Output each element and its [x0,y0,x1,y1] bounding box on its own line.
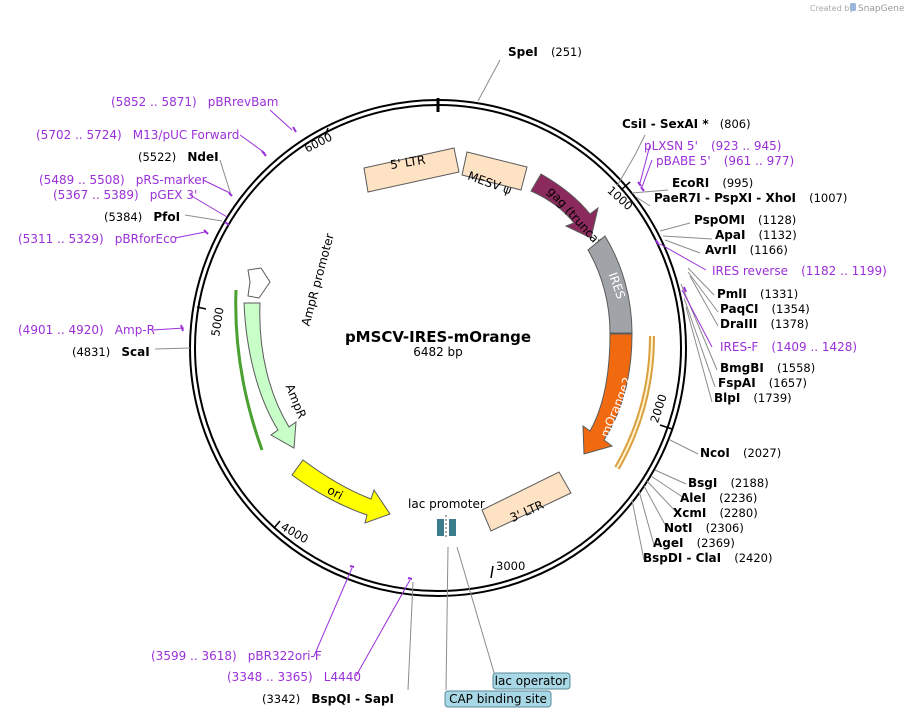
primer-site[interactable]: (5702 .. 5724) M13/pUC Forward [36,124,239,143]
enzyme-site[interactable]: NcoI (2027) [700,442,781,461]
lac-operator-callout[interactable]: lac operator [492,672,571,690]
enzyme-site[interactable]: AvrII (1166) [705,239,788,258]
enzyme-site[interactable]: PspOMI (1128) [694,209,796,228]
cap-binding-site-label: CAP binding site [449,692,547,706]
tick-label: 6000 [302,130,334,156]
enzyme-site[interactable]: PaqCI (1354) [720,298,810,317]
enzyme-site[interactable]: XcmI (2280) [673,502,758,521]
tick-label: 3000 [496,559,525,573]
enzyme-site[interactable]: (4831) ScaI [72,341,150,360]
feature-lac-operator[interactable] [437,515,456,539]
feature-ori[interactable] [291,459,391,524]
plasmid-name: pMSCV-IRES-mOrange [345,328,531,346]
enzyme-site[interactable]: SpeI (251) [508,41,582,60]
feature-3ltr[interactable] [481,471,572,532]
enzyme-site[interactable]: AleI (2236) [680,487,757,506]
enzyme-site[interactable]: BspDI - ClaI (2420) [643,547,772,566]
primer-site[interactable]: (5367 .. 5389) pGEX 3' [53,184,197,203]
primer-site[interactable]: (3599 .. 3618) pBR322ori-F [151,645,322,664]
primer-site[interactable]: (5852 .. 5871) pBRrevBam [111,91,278,110]
lac-operator-label: lac operator [495,674,568,688]
feature-ires[interactable] [587,235,633,334]
feature-ampr-promoter[interactable] [247,267,271,299]
feature-mesv[interactable] [461,151,528,191]
primer-site[interactable]: (5311 .. 5329) pBRforEco [18,228,177,247]
feature-label-5ltr: 5' LTR [389,153,426,172]
tick-label: 5000 [208,306,226,337]
enzyme-leaders [154,59,719,691]
primer-site[interactable]: pBABE 5' (961 .. 977) [656,150,794,169]
enzyme-site[interactable]: NotI (2306) [664,517,744,536]
enzyme-labels: SpeI (251) CsiI - SexAI * (806) EcoRI (9… [72,41,847,707]
enzyme-site[interactable]: (3342) BspQI - SapI [262,688,394,707]
enzyme-site[interactable]: CsiI - SexAI * (806) [622,113,751,132]
feature-label-lac-promoter: lac promoter [408,497,485,511]
primer-site[interactable]: IRES-F (1409 .. 1428) [720,336,857,355]
plasmid-length: 6482 bp [413,345,463,359]
cap-binding-site-callout[interactable]: CAP binding site [444,690,552,708]
enzyme-site[interactable]: (5384) PfoI [104,206,180,225]
enzyme-site[interactable]: BsgI (2188) [688,472,769,491]
enzyme-site[interactable]: PaeR7I - PspXI - XhoI (1007) [654,187,847,206]
enzyme-site[interactable]: (5522) NdeI [138,146,219,165]
feature-label-ampr: AmpR [283,382,309,420]
feature-label-ori: ori [325,483,345,503]
enzyme-site[interactable]: DraIII (1378) [720,313,809,332]
feature-5ltr[interactable] [363,147,460,193]
primer-labels: pLXSN 5' (923 .. 945) pBABE 5' (961 .. 9… [18,91,887,685]
enzyme-site[interactable]: EcoRI (995) [672,172,753,191]
credit-brand: SnapGene [858,4,905,14]
enzyme-site[interactable]: FspAI (1657) [718,372,807,391]
tick-label: 1000 [604,183,635,213]
primer-leaders [152,109,713,677]
enzyme-site[interactable]: ApaI (1132) [715,224,797,243]
enzyme-site[interactable]: BmgBI (1558) [720,357,815,376]
primer-site[interactable]: (4901 .. 4920) Amp-R [18,319,155,338]
feature-label-ampr-promoter: AmpR promoter [299,232,337,328]
feature-morange2[interactable] [582,333,633,455]
snapgene-logo-icon [850,3,856,11]
primer-marks [180,126,687,580]
credit-text: Created by [810,4,854,13]
feature-amp-r-bar [234,289,264,451]
primer-site[interactable]: pLXSN 5' (923 .. 945) [644,135,781,154]
enzyme-site[interactable]: PmlI (1331) [717,283,798,302]
primer-site[interactable]: (5489 .. 5508) pRS-marker [39,169,207,188]
primer-site[interactable]: IRES reverse (1182 .. 1199) [712,260,887,279]
enzyme-site[interactable]: BlpI (1739) [714,387,792,406]
tick-label: 2000 [647,392,669,424]
enzyme-site[interactable]: AgeI (2369) [653,532,735,551]
primer-site[interactable]: (3348 .. 3365) L4440 [227,666,361,685]
feature-gag[interactable] [530,173,599,239]
feature-ampr[interactable] [243,302,297,449]
